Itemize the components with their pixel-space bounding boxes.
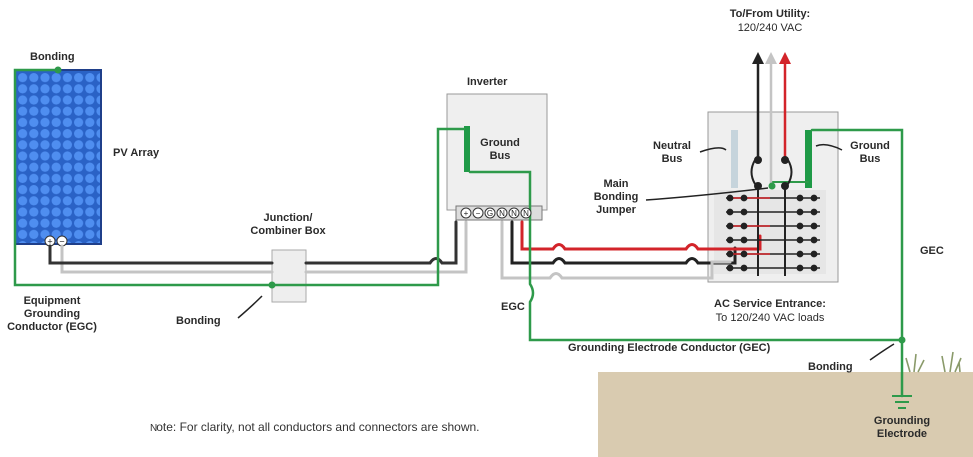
grass-tufts — [905, 351, 962, 373]
egc-mid-label: EGC — [501, 301, 525, 313]
panel-ground-bus-bar — [805, 130, 812, 188]
terminal-symbol: N — [499, 209, 505, 218]
bonding-dot-junction — [268, 281, 276, 289]
inverter-output-black — [510, 220, 737, 265]
main-bonding-jumper-label: Main Bonding Jumper — [593, 178, 639, 216]
inverter-output-red — [520, 220, 762, 251]
gec-full-label: Grounding Electrode Conductor (GEC) — [568, 342, 771, 354]
ac-service-title: AC Service Entrance: — [714, 298, 826, 310]
pv-negative-wire — [60, 220, 468, 274]
panel-ground-bus-label: Ground Bus — [850, 140, 890, 165]
breaker-area — [714, 190, 826, 274]
terminal-symbol: N — [511, 209, 517, 218]
pointer-arrows — [237, 143, 895, 361]
clarity-note: Note: For clarity, not all conductors an… — [150, 420, 480, 434]
pv-array-panel — [14, 69, 102, 245]
bonding-jumper-pointer — [645, 187, 769, 201]
bonding-dot-pv — [54, 66, 62, 74]
pv-array-label: PV Array — [113, 147, 160, 159]
inverter-label: Inverter — [467, 76, 508, 88]
neutral-bus-pointer — [699, 147, 727, 153]
neutral-bus-label: Neutral Bus — [653, 140, 691, 165]
pv-terminals: + − — [44, 235, 68, 247]
ground-bus-pointer — [815, 143, 843, 151]
terminal-symbol: G — [487, 209, 493, 218]
egc-left-label: Equipment Grounding Conductor (EGC) — [7, 295, 97, 333]
neutral-bus-bar — [731, 130, 738, 188]
bonding-dot-main — [768, 182, 776, 190]
utility-voltage: 120/240 VAC — [737, 22, 803, 34]
terminal-symbol: N — [523, 209, 529, 218]
inverter-terminals: + − G N N N — [460, 207, 532, 219]
earth-bonding-pointer — [869, 343, 895, 361]
bonding-dot-gec — [898, 336, 906, 344]
ac-service-subtitle: To 120/240 VAC loads — [715, 312, 825, 324]
pv-positive-symbol: + — [47, 237, 52, 247]
bonding-earth-label: Bonding — [808, 361, 853, 373]
junction-combiner-box — [271, 249, 307, 303]
junction-box-label: Junction/ Combiner Box — [250, 212, 326, 237]
grounding-electrode-label: Grounding Electrode — [873, 415, 931, 440]
branch-breakers — [726, 194, 820, 272]
bonding-top-label: Bonding — [30, 51, 75, 63]
terminal-symbol: + — [464, 209, 469, 218]
clarity-note-text: ote: For clarity, not all conductors and… — [156, 420, 480, 434]
utility-title: To/From Utility: — [729, 8, 811, 20]
panel-gec-wire — [810, 128, 904, 398]
utility-black-arrow — [752, 52, 764, 64]
egc-wire — [13, 68, 466, 287]
wiring — [13, 62, 904, 398]
junction-bonding-pointer — [237, 295, 263, 319]
main-breaker — [750, 156, 793, 276]
earth-ground — [598, 372, 973, 457]
terminal-symbol: − — [476, 209, 481, 218]
ground-electrode-symbol — [892, 395, 912, 409]
utility-red-arrow — [779, 52, 791, 64]
bonding-bottom-label: Bonding — [176, 315, 221, 327]
inverter-ground-bus-bar — [464, 126, 470, 172]
utility-neutral-arrow — [765, 52, 777, 64]
gec-label: GEC — [920, 245, 944, 257]
inverter-ground-wire — [468, 170, 904, 342]
pv-negative-symbol: − — [59, 237, 64, 247]
inverter-output-neutral — [500, 220, 732, 280]
inverter-ground-bus-label: Ground Bus — [480, 137, 520, 162]
